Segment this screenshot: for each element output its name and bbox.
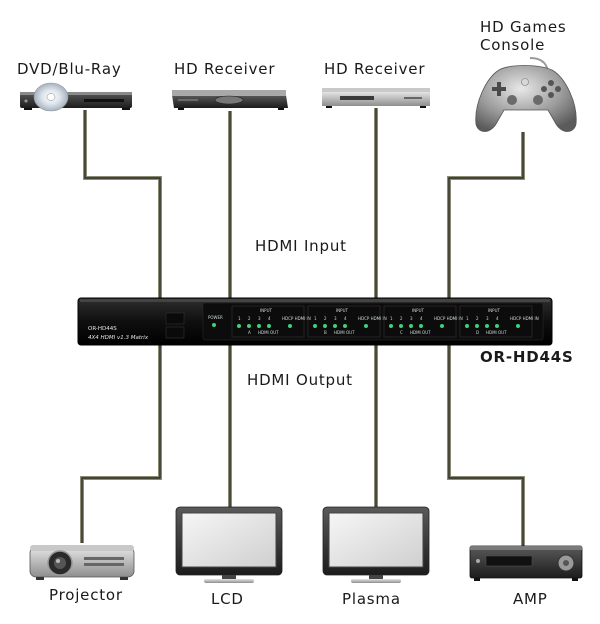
input-led xyxy=(485,324,489,328)
panel-input-label: INPUT xyxy=(412,308,425,313)
input-led xyxy=(465,324,469,328)
input-led xyxy=(313,324,317,328)
panel-input-number: 4 xyxy=(268,316,271,321)
input-led xyxy=(399,324,403,328)
panel-input-number: 3 xyxy=(486,316,489,321)
panel-input-label: INPUT xyxy=(336,308,349,313)
input-led xyxy=(495,324,499,328)
panel-hdmi-out-label: HDMI OUT xyxy=(486,330,507,335)
panel-hdcp-label: HDCP HDMI IN xyxy=(358,316,387,321)
panel-input-number: 1 xyxy=(314,316,317,321)
panel-output-letter: C xyxy=(400,330,403,335)
panel-input-number: 4 xyxy=(420,316,423,321)
cable-games-console xyxy=(447,132,525,298)
panel-hdmi-out-label: HDMI OUT xyxy=(258,330,279,335)
input-panel xyxy=(383,305,457,338)
panel-input-number: 1 xyxy=(466,316,469,321)
input-led xyxy=(237,324,241,328)
input-led xyxy=(343,324,347,328)
projector-icon xyxy=(29,545,135,580)
hdcp-led xyxy=(288,324,292,328)
label-plasma: Plasma xyxy=(342,590,401,608)
panel-hdmi-out-label: HDMI OUT xyxy=(334,330,355,335)
panel-input-number: 3 xyxy=(258,316,261,321)
game-controller-icon xyxy=(475,57,577,132)
panel-input-number: 2 xyxy=(400,316,403,321)
input-led xyxy=(267,324,271,328)
input-panel xyxy=(459,305,533,338)
label-dvd-bluray: DVD/Blu-Ray xyxy=(17,60,122,78)
power-led xyxy=(212,323,216,327)
panel-input-number: 1 xyxy=(238,316,241,321)
panel-input-number: 3 xyxy=(410,316,413,321)
hdcp-led xyxy=(440,324,444,328)
input-led xyxy=(409,324,413,328)
input-cables xyxy=(83,108,525,298)
panel-input-number: 1 xyxy=(390,316,393,321)
input-led xyxy=(475,324,479,328)
label-lcd: LCD xyxy=(211,590,244,608)
label-hd-receiver-1: HD Receiver xyxy=(174,60,275,78)
label-hd-games-line1: HD Games xyxy=(480,18,566,36)
output-cables xyxy=(80,345,525,546)
hdmi-matrix-switch: OR-HD44S 4X4 HDMI v1.3 Matrix POWER INPU… xyxy=(77,297,553,346)
cable-amp xyxy=(447,345,525,546)
input-led xyxy=(333,324,337,328)
dvd-player-icon xyxy=(20,82,132,112)
device-description: 4X4 HDMI v1.3 Matrix xyxy=(88,335,149,341)
input-led xyxy=(257,324,261,328)
panel-input-number: 3 xyxy=(334,316,337,321)
panel-hdcp-label: HDCP HDMI IN xyxy=(510,316,539,321)
receiver-2-icon xyxy=(322,88,430,108)
input-led xyxy=(389,324,393,328)
panel-input-number: 2 xyxy=(324,316,327,321)
input-panel xyxy=(231,305,305,338)
input-panel xyxy=(307,305,381,338)
panel-output-letter: A xyxy=(248,330,251,335)
label-amp: AMP xyxy=(513,590,548,608)
power-label: POWER xyxy=(208,315,223,320)
input-led xyxy=(247,324,251,328)
hdcp-led xyxy=(364,324,368,328)
hdcp-led xyxy=(516,324,520,328)
receiver-1-icon xyxy=(172,90,288,110)
label-hdmi-output: HDMI Output xyxy=(247,371,353,389)
input-led xyxy=(419,324,423,328)
panel-input-label: INPUT xyxy=(488,308,501,313)
cable-projector xyxy=(80,345,162,543)
label-hd-games-line2: Console xyxy=(480,36,545,54)
panel-hdcp-label: HDCP HDMI IN xyxy=(282,316,311,321)
label-hdmi-input: HDMI Input xyxy=(255,237,347,255)
panel-hdcp-label: HDCP HDMI IN xyxy=(434,316,463,321)
plasma-tv-icon xyxy=(322,506,430,583)
panel-input-number: 4 xyxy=(344,316,347,321)
label-model: OR-HD44S xyxy=(480,348,574,366)
lcd-tv-icon xyxy=(175,506,283,583)
cable-dvd xyxy=(83,110,162,298)
panel-input-number: 2 xyxy=(248,316,251,321)
panel-input-label: INPUT xyxy=(260,308,273,313)
amplifier-icon xyxy=(469,545,583,581)
input-led xyxy=(323,324,327,328)
panel-input-number: 4 xyxy=(496,316,499,321)
panel-output-letter: D xyxy=(476,330,479,335)
panel-input-number: 2 xyxy=(476,316,479,321)
panel-output-letter: B xyxy=(324,330,327,335)
label-projector: Projector xyxy=(49,586,123,604)
label-hd-receiver-2: HD Receiver xyxy=(324,60,425,78)
device-name: OR-HD44S xyxy=(88,326,117,332)
panel-hdmi-out-label: HDMI OUT xyxy=(410,330,431,335)
